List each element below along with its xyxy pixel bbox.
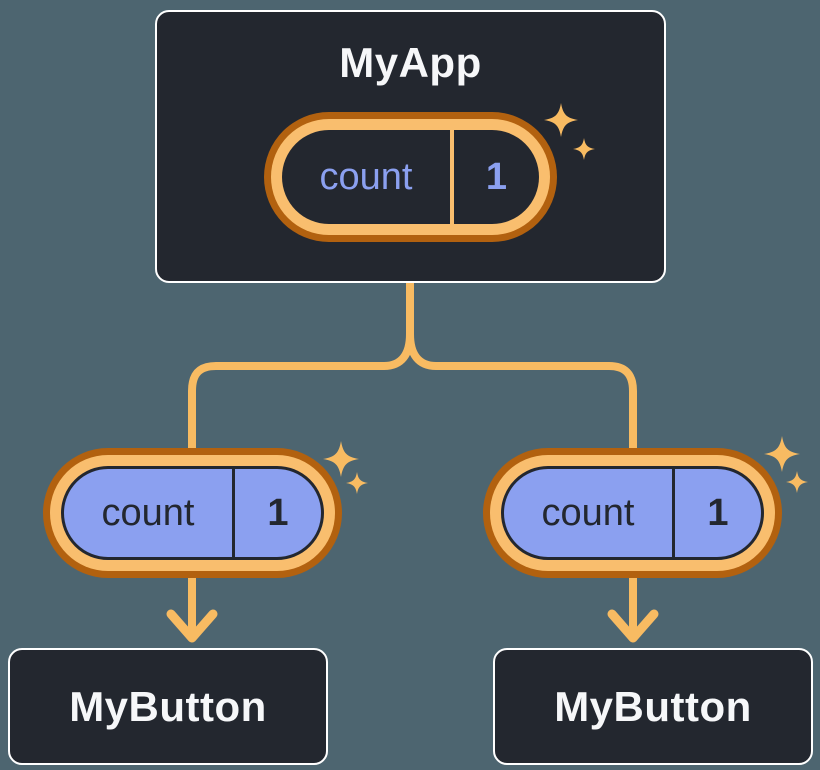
node-mybutton-right: MyButton — [493, 648, 813, 765]
pill-body: count 1 — [282, 130, 539, 224]
mybutton-right-title: MyButton — [554, 682, 752, 730]
pill-ring: count 1 — [271, 119, 550, 235]
myapp-state-pill: count 1 — [264, 112, 557, 242]
state-value: 1 — [485, 155, 508, 198]
state-value: 1 — [707, 491, 729, 534]
pill-body: count 1 — [501, 466, 764, 560]
state-value: 1 — [267, 491, 289, 534]
node-mybutton-left: MyButton — [8, 648, 328, 765]
myapp-title: MyApp — [339, 39, 482, 86]
pill-divider — [450, 130, 454, 224]
pill-ring: count 1 — [490, 455, 775, 571]
pill-body: count 1 — [61, 466, 324, 560]
mybutton-left-state-pill: count 1 — [43, 448, 342, 578]
mybutton-right-state-pill: count 1 — [483, 448, 782, 578]
state-name: count — [541, 491, 635, 534]
node-myapp: MyApp count 1 — [155, 10, 666, 283]
state-name: count — [101, 491, 195, 534]
state-name: count — [319, 155, 413, 198]
pill-divider — [672, 469, 675, 557]
mybutton-left-title: MyButton — [69, 682, 267, 730]
pill-ring: count 1 — [50, 455, 335, 571]
